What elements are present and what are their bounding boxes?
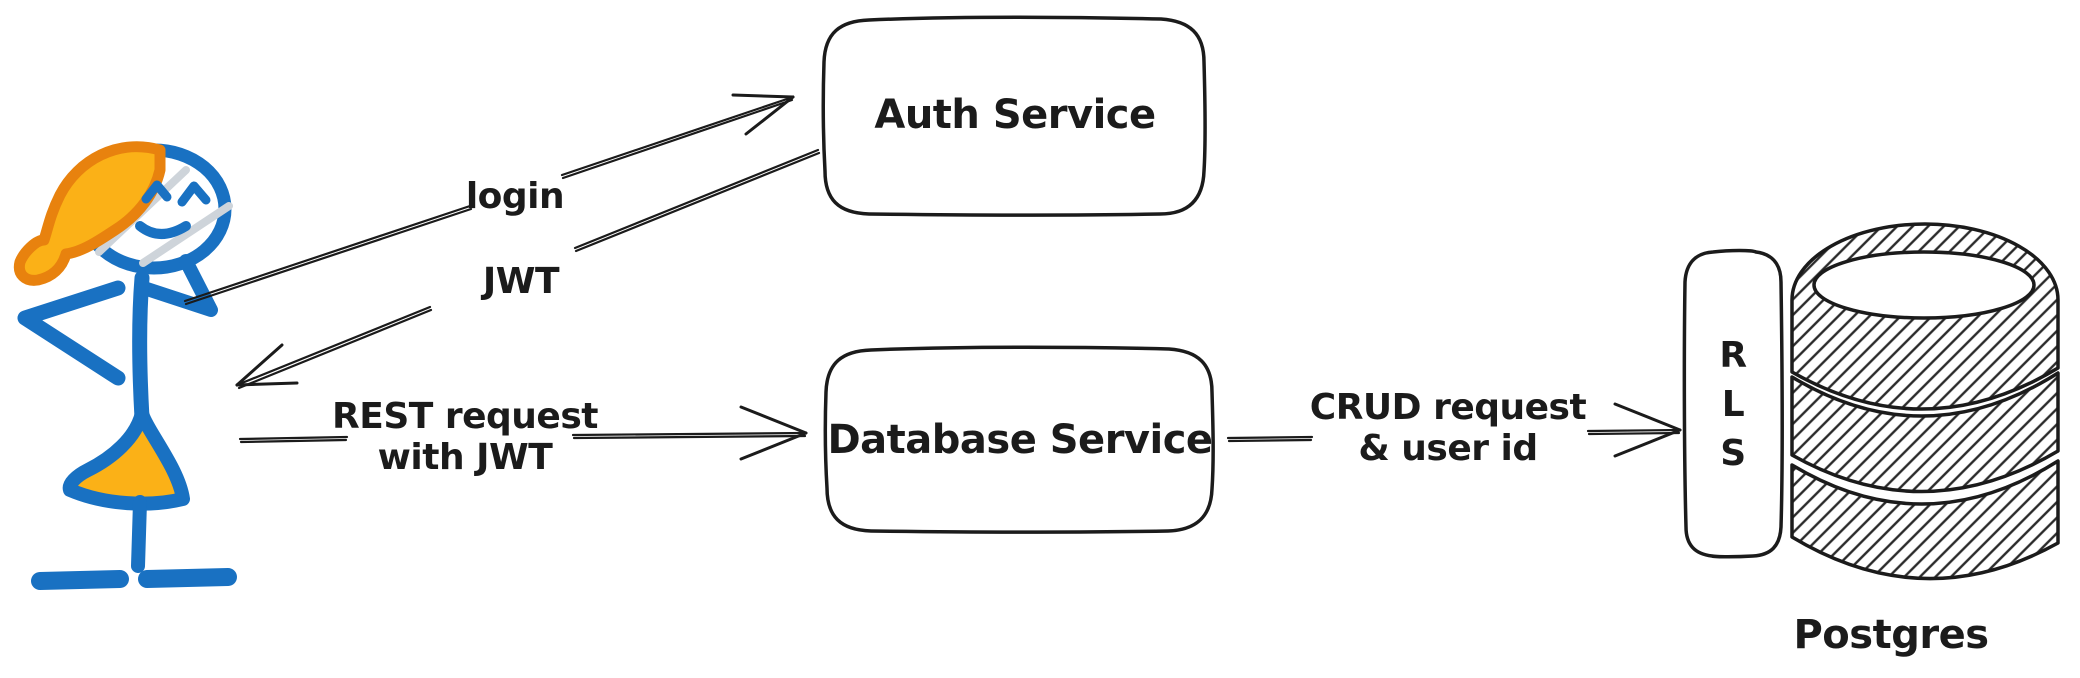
jwt-arrowhead (235, 343, 299, 387)
user-foot-right (138, 568, 237, 588)
rest-request-arrowhead (739, 405, 808, 461)
rest-request-arrow (238, 405, 808, 461)
user-smile (135, 221, 191, 239)
rls-box (1682, 248, 1784, 559)
user-leg (131, 495, 147, 573)
jwt-arrow-label: JWT (482, 261, 560, 302)
login-arrow (183, 93, 795, 306)
login-arrowhead (731, 93, 795, 136)
user-figure (13, 141, 237, 590)
rest-request-arrow-label: REST request with JWT (330, 396, 600, 479)
crud-request-arrow (1226, 402, 1682, 458)
auth-service-box (821, 15, 1207, 217)
database-service-label: Database Service (827, 417, 1213, 463)
user-eyes (141, 180, 211, 207)
postgres-cylinder (1790, 222, 2060, 581)
user-foot-left (31, 570, 129, 590)
rls-letter-l: L (1721, 384, 1745, 425)
rls-letter-s: S (1720, 433, 1746, 474)
user-skirt (62, 406, 190, 511)
auth-service-label: Auth Service (874, 92, 1156, 138)
rest-request-label-line2: with JWT (377, 437, 553, 479)
crud-request-arrow-label: CRUD request & user id (1300, 387, 1596, 470)
postgres-label: Postgres (1793, 612, 1989, 658)
user-body (132, 270, 150, 426)
crud-request-label-line2: & user id (1358, 428, 1538, 470)
user-hair (13, 141, 166, 286)
jwt-arrow (235, 148, 821, 390)
rls-letter-r: R (1719, 335, 1747, 376)
cylinder-band-bottom (1790, 459, 2060, 581)
rls-label: R L S (1684, 331, 1782, 478)
user-arm-right (140, 254, 218, 317)
rest-request-label-line1: REST request (332, 396, 598, 437)
user-arm-left (17, 280, 126, 386)
crud-request-label-line1: CRUD request (1309, 387, 1587, 428)
cylinder-band-middle (1790, 371, 2060, 494)
database-service-box (823, 345, 1215, 534)
crud-request-arrowhead (1613, 402, 1682, 458)
cylinder-opening (1812, 250, 2036, 320)
login-arrow-label: login (465, 176, 565, 217)
